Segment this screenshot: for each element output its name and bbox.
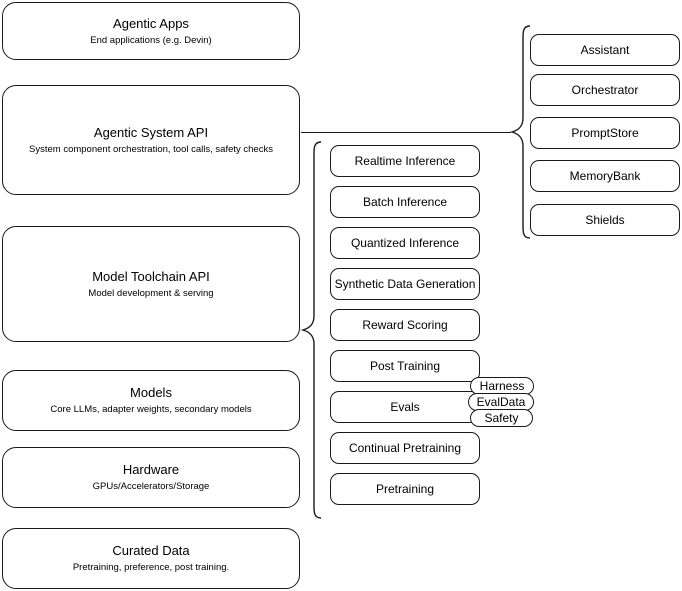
item-label: Evals — [390, 399, 420, 414]
layer-model-toolchain-api[interactable]: Model Toolchain API Model development & … — [2, 226, 300, 342]
item-label: Post Training — [369, 358, 441, 373]
toolchain-item-evals[interactable]: Evals — [330, 391, 480, 423]
brace-toolchain — [300, 140, 322, 520]
item-label: Shields — [585, 212, 625, 227]
item-label: Realtime Inference — [354, 153, 456, 168]
system-component-memorybank[interactable]: MemoryBank — [530, 160, 680, 192]
system-component-assistant[interactable]: Assistant — [530, 34, 680, 66]
layer-agentic-apps[interactable]: Agentic Apps End applications (e.g. Devi… — [2, 2, 300, 60]
item-label: MemoryBank — [569, 168, 641, 183]
item-label: Assistant — [580, 42, 630, 57]
toolchain-item-reward-scoring[interactable]: Reward Scoring — [330, 309, 480, 341]
item-label: PromptStore — [571, 125, 639, 140]
eval-tag-safety[interactable]: Safety — [470, 409, 533, 427]
layer-title: Models — [130, 385, 172, 400]
layer-subtitle: System component orchestration, tool cal… — [29, 143, 273, 155]
toolchain-item-continual-pretraining[interactable]: Continual Pretraining — [330, 432, 480, 464]
toolchain-item-batch-inference[interactable]: Batch Inference — [330, 186, 480, 218]
connector-system-api-to-components — [301, 132, 511, 134]
layer-curated-data[interactable]: Curated Data Pretraining, preference, po… — [2, 528, 300, 589]
layer-agentic-system-api[interactable]: Agentic System API System component orch… — [2, 85, 300, 195]
system-component-promptstore[interactable]: PromptStore — [530, 117, 680, 149]
layer-subtitle: Pretraining, preference, post training. — [72, 562, 230, 573]
layer-title: Agentic System API — [93, 124, 209, 140]
layer-hardware[interactable]: Hardware GPUs/Accelerators/Storage — [2, 447, 300, 508]
eval-tag-label: EvalData — [476, 395, 526, 409]
eval-tag-evaldata[interactable]: EvalData — [468, 393, 534, 411]
toolchain-item-pretraining[interactable]: Pretraining — [330, 473, 480, 505]
item-label: Synthetic Data Generation — [334, 276, 476, 291]
layer-title: Agentic Apps — [113, 15, 189, 31]
item-label: Quantized Inference — [350, 235, 460, 250]
layer-subtitle: GPUs/Accelerators/Storage — [92, 481, 210, 492]
item-label: Orchestrator — [571, 82, 639, 97]
item-label: Continual Pretraining — [348, 440, 462, 455]
layer-subtitle: Core LLMs, adapter weights, secondary mo… — [50, 404, 252, 415]
layer-title: Model Toolchain API — [92, 268, 210, 284]
eval-tag-label: Safety — [484, 411, 519, 425]
item-label: Batch Inference — [362, 194, 448, 209]
system-component-shields[interactable]: Shields — [530, 204, 680, 236]
toolchain-item-quantized-inference[interactable]: Quantized Inference — [330, 227, 480, 259]
toolchain-item-synthetic-data-generation[interactable]: Synthetic Data Generation — [330, 268, 480, 300]
eval-tag-label: Harness — [479, 379, 525, 393]
layer-models[interactable]: Models Core LLMs, adapter weights, secon… — [2, 370, 300, 431]
layer-subtitle: Model development & serving — [88, 287, 214, 299]
toolchain-item-realtime-inference[interactable]: Realtime Inference — [330, 145, 480, 177]
layer-title: Curated Data — [112, 543, 190, 558]
brace-system-components — [509, 24, 531, 240]
system-component-orchestrator[interactable]: Orchestrator — [530, 74, 680, 106]
item-label: Reward Scoring — [362, 317, 448, 332]
layer-subtitle: End applications (e.g. Devin) — [90, 34, 212, 46]
item-label: Pretraining — [375, 481, 435, 496]
layer-title: Hardware — [122, 462, 180, 477]
toolchain-item-post-training[interactable]: Post Training — [330, 350, 480, 382]
